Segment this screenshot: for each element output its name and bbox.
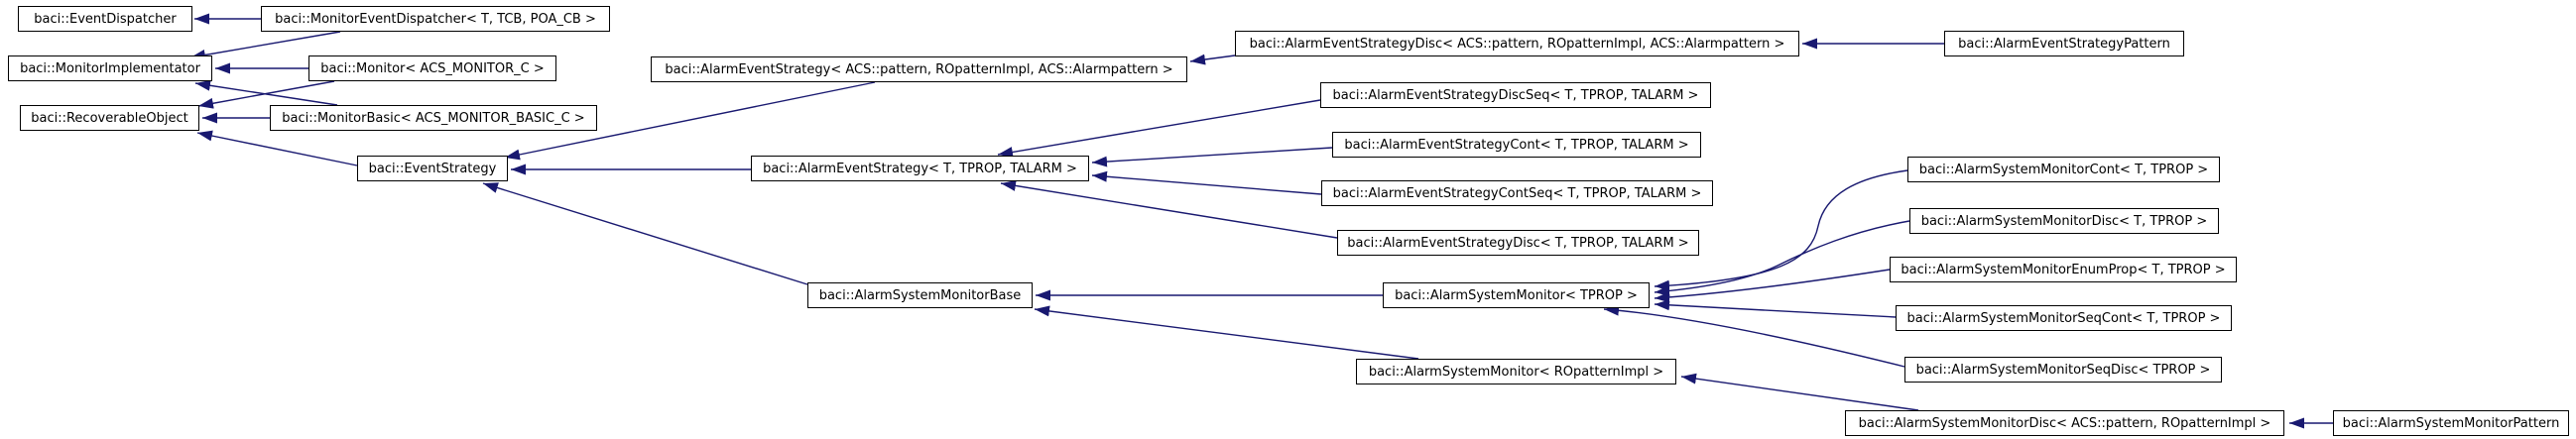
edge-cont-alarmeventstrategyt [1091,147,1333,167]
edge-asmdisct-asmtprop [1654,220,1910,297]
class-node-alarm-system-monitor-disc-t[interactable]: baci::AlarmSystemMonitorDisc< T, TPROP > [1909,208,2219,234]
class-node-monitor-basic[interactable]: baci::MonitorBasic< ACS_MONITOR_BASIC_C … [270,105,597,131]
edge-disct-alarmeventstrategyt [1000,179,1338,239]
class-node-recoverable-object[interactable]: baci::RecoverableObject [20,105,199,131]
edge-asmseqcont-asmtprop [1654,299,1897,318]
class-node-alarm-system-monitor-tprop[interactable]: baci::AlarmSystemMonitor< TPROP > [1383,282,1650,308]
edge-contseq-alarmeventstrategyt [1091,170,1322,195]
edge-asmenumprop-asmtprop [1654,269,1891,303]
edge-alarmsystemmonitorbase-eventstrategy [482,182,808,285]
edge-alarmeventstrategyacs-eventstrategy [504,81,876,161]
class-node-alarm-event-strategy-disc-seq[interactable]: baci::AlarmEventStrategyDiscSeq< T, TPRO… [1320,82,1711,108]
edge-asmdiscacs-asmropattern [1680,373,1919,411]
class-node-alarm-system-monitor-seqdisc[interactable]: baci::AlarmSystemMonitorSeqDisc< TPROP > [1904,357,2222,383]
class-node-alarm-event-strategy-acs-pattern[interactable]: baci::AlarmEventStrategy< ACS::pattern, … [651,56,1187,82]
class-node-alarm-system-monitor-disc-acs-pattern[interactable]: baci::AlarmSystemMonitorDisc< ACS::patte… [1845,410,2284,436]
class-node-alarm-system-monitor-ropatternimpl[interactable]: baci::AlarmSystemMonitor< ROpatternImpl … [1356,359,1676,384]
class-node-monitor-event-dispatcher[interactable]: baci::MonitorEventDispatcher< T, TCB, PO… [261,6,610,32]
edge-asmseqdisc-asmtprop [1603,304,1905,368]
class-node-monitor-implementator[interactable]: baci::MonitorImplementator [8,55,212,81]
class-node-alarm-system-monitor-pattern[interactable]: baci::AlarmSystemMonitorPattern [2333,410,2569,436]
edge-eventstrategy-recoverableobject [196,130,358,166]
edge-discseq-alarmeventstrategyt [997,99,1321,158]
class-node-alarm-event-strategy-disc-acs-pattern[interactable]: baci::AlarmEventStrategyDisc< ACS::patte… [1235,31,1799,56]
class-node-monitor[interactable]: baci::Monitor< ACS_MONITOR_C > [308,55,556,81]
class-node-alarm-event-strategy-t[interactable]: baci::AlarmEventStrategy< T, TPROP, TALA… [751,156,1089,181]
class-node-event-strategy[interactable]: baci::EventStrategy [357,156,508,181]
edge-monitorbasic-monitorimplementator [194,79,338,106]
class-node-alarm-system-monitor-cont[interactable]: baci::AlarmSystemMonitorCont< T, TPROP > [1907,157,2220,182]
class-node-alarm-system-monitor-seqcont[interactable]: baci::AlarmSystemMonitorSeqCont< T, TPRO… [1896,305,2232,331]
class-node-alarm-event-strategy-cont[interactable]: baci::AlarmEventStrategyCont< T, TPROP, … [1332,132,1701,158]
edge-asmropattern-asmbase [1034,305,1419,360]
class-node-alarm-event-strategy-cont-seq[interactable]: baci::AlarmEventStrategyContSeq< T, TPRO… [1321,180,1713,206]
edge-alarmeventstrategydiscacs-alarmeventstrategyacs [1189,54,1236,65]
class-node-alarm-system-monitor-base[interactable]: baci::AlarmSystemMonitorBase [807,282,1033,308]
class-node-alarm-system-monitor-enumprop[interactable]: baci::AlarmSystemMonitorEnumProp< T, TPR… [1890,257,2237,282]
class-node-event-dispatcher[interactable]: baci::EventDispatcher [18,6,192,32]
class-node-alarm-event-strategy-pattern[interactable]: baci::AlarmEventStrategyPattern [1944,31,2184,56]
edge-monitoreventdispatcher-monitorimplementator [189,31,341,60]
class-node-alarm-event-strategy-disc-t[interactable]: baci::AlarmEventStrategyDisc< T, TPROP, … [1337,230,1699,256]
edge-asmcont-asmtprop [1654,169,1908,291]
